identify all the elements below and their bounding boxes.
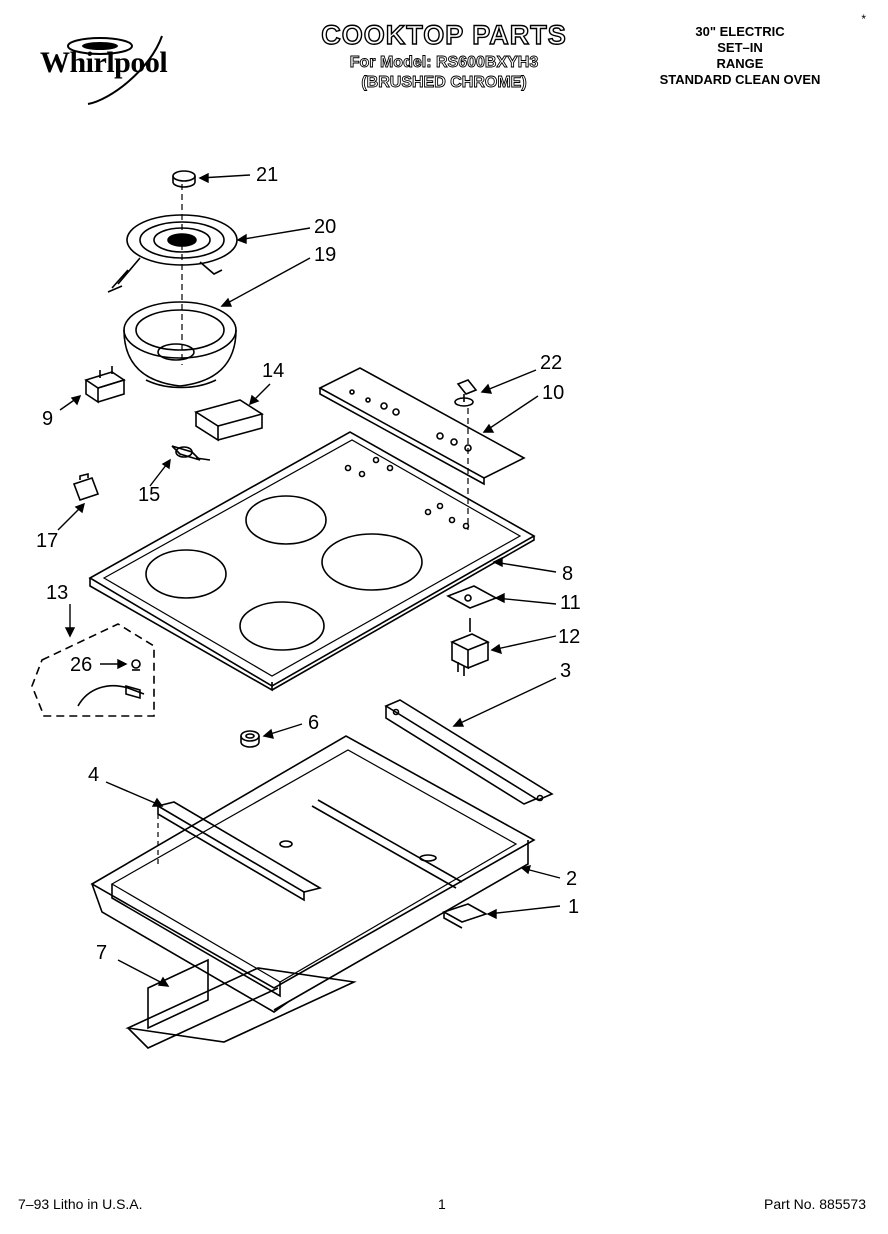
part-26-connector xyxy=(131,659,141,671)
spec-line-2: SET–IN xyxy=(717,40,763,55)
callout-17: 17 xyxy=(36,530,59,552)
spec-line-3: RANGE xyxy=(716,56,764,71)
callout-13: 13 xyxy=(46,582,69,604)
callout-10: 10 xyxy=(542,382,565,404)
callout-26: 26 xyxy=(70,654,93,676)
part-9-terminal-block xyxy=(84,366,126,404)
callout-2: 2 xyxy=(566,868,578,890)
callout-9: 9 xyxy=(42,408,54,430)
leader-lines xyxy=(57,172,561,987)
part-12-infinite-switch xyxy=(450,618,490,676)
part-3-trim-bracket xyxy=(384,699,554,805)
part-7-duct xyxy=(125,958,357,1049)
part-17-clip xyxy=(72,472,100,502)
part-number: Part No. 885573 xyxy=(764,1196,866,1212)
spec-line-4: STANDARD CLEAN OVEN xyxy=(659,72,821,87)
part-22-control-knob xyxy=(454,379,478,407)
page-number: 1 xyxy=(438,1196,446,1212)
callout-22: 22 xyxy=(540,352,563,374)
part-21-cap xyxy=(172,170,196,188)
part-20-surface-element xyxy=(107,214,238,293)
litho-note: 7–93 Litho in U.S.A. xyxy=(18,1196,143,1212)
callout-4: 4 xyxy=(88,764,100,786)
model-line: For Model: RS600BXYH3 xyxy=(349,54,539,72)
part-10-control-panel xyxy=(318,367,526,486)
part-11-switch-plate xyxy=(446,585,498,609)
part-1-bracket xyxy=(442,903,488,929)
callout-1: 1 xyxy=(568,896,580,918)
finish-line: (BRUSHED CHROME) xyxy=(361,74,527,92)
part-8-cooktop xyxy=(88,431,536,692)
part-19-drip-bowl xyxy=(123,301,237,389)
part-13-wiring-kit xyxy=(31,623,155,717)
part-2-burner-box xyxy=(90,735,536,1013)
part-14-bracket xyxy=(194,399,264,442)
callout-6: 6 xyxy=(308,712,320,734)
callout-7: 7 xyxy=(96,942,108,964)
callout-15: 15 xyxy=(138,484,161,506)
part-4-brace xyxy=(155,801,323,902)
callout-14: 14 xyxy=(262,360,285,382)
part-15-receptacle xyxy=(171,445,211,461)
corner-mark: * xyxy=(861,12,866,26)
spec-line-1: 30" ELECTRIC xyxy=(695,24,785,39)
whirlpool-swirl-icon xyxy=(67,35,163,105)
brand-name: Whirlpool xyxy=(40,46,168,79)
callout-19: 19 xyxy=(314,244,337,266)
callout-8: 8 xyxy=(562,563,574,585)
part-6-grommet xyxy=(240,730,260,748)
page-title: COOKTOP PARTS xyxy=(321,19,567,50)
callout-11: 11 xyxy=(560,592,581,614)
callout-20: 20 xyxy=(314,216,337,238)
callout-3: 3 xyxy=(560,660,572,682)
callout-12: 12 xyxy=(558,626,581,648)
callout-21: 21 xyxy=(256,164,279,186)
brand-logo xyxy=(30,30,190,110)
